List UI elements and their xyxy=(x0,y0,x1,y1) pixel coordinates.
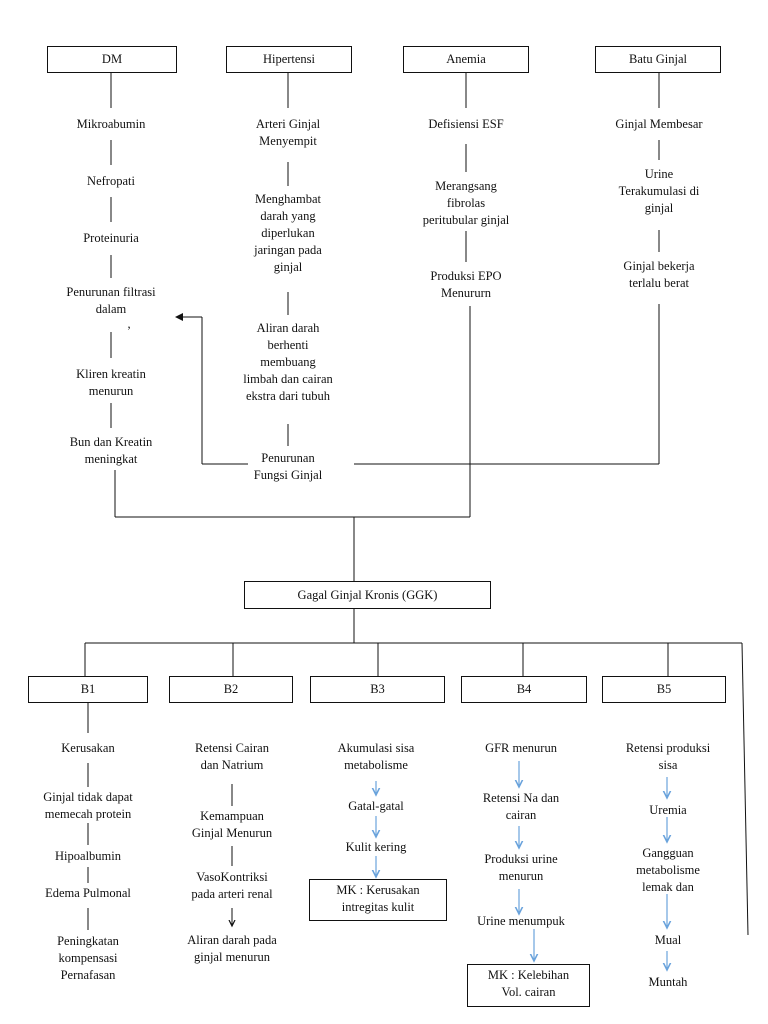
b3-box: B3 xyxy=(310,676,445,703)
dm-box: DM xyxy=(47,46,177,73)
ggk-label: Gagal Ginjal Kronis (GGK) xyxy=(297,588,438,602)
b1-step: Edema Pulmonal xyxy=(45,886,131,900)
b3-step: Akumulasi sisa metabolisme xyxy=(337,741,415,772)
b5-step: Retensi produksi sisa xyxy=(625,741,711,772)
b5-step: Gangguan metabolisme lemak dan xyxy=(636,846,700,894)
anemia-box: Anemia xyxy=(403,46,529,73)
hipertensi-step: Penurunan Fungsi Ginjal xyxy=(253,451,323,482)
b3-step: Gatal-gatal xyxy=(348,799,404,813)
b5-step: Uremia xyxy=(649,803,687,817)
b2-step: Aliran darah pada ginjal menurun xyxy=(187,933,277,964)
hipertensi-box: Hipertensi xyxy=(226,46,352,73)
b5-box: B5 xyxy=(602,676,726,703)
anemia-label: Anemia xyxy=(446,52,486,66)
b2-step: VasoKontriksi pada arteri renal xyxy=(191,870,273,901)
hipertensi-step: Aliran darah berhenti membuang limbah da… xyxy=(243,321,333,403)
b1-step: Peningkatan kompensasi Pernafasan xyxy=(57,934,119,982)
b1-label: B1 xyxy=(80,682,96,696)
dm-step: Bun dan Kreatin meningkat xyxy=(69,435,153,466)
dm-step: Mikroabumin xyxy=(76,117,146,131)
dm-step: Proteinuria xyxy=(83,231,139,245)
b4-step: Urine menumpuk xyxy=(477,914,565,928)
hipertensi-step: Arteri Ginjal Menyempit xyxy=(255,117,321,148)
b2-step: Retensi Cairan dan Natrium xyxy=(195,741,269,772)
b1-step: Kerusakan xyxy=(61,741,115,755)
b4-box: B4 xyxy=(461,676,587,703)
anemia-step: Produksi EPO Menururn xyxy=(430,269,502,300)
b3-step: Kulit kering xyxy=(345,840,407,854)
dm-step: Penurunan filtrasi dalam xyxy=(66,285,156,316)
hipertensi-step: Menghambat darah yang diperlukan jaringa… xyxy=(254,192,322,274)
batu-ginjal-label: Batu Ginjal xyxy=(629,52,687,66)
anemia-step: Defisiensi ESF xyxy=(428,117,504,131)
b4-label: B4 xyxy=(516,682,532,696)
b4-step: Retensi Na dan cairan xyxy=(482,791,560,822)
b1-box: B1 xyxy=(28,676,148,703)
ggk-box: Gagal Ginjal Kronis (GGK) xyxy=(244,581,491,609)
b1-step: Ginjal tidak dapat memecah protein xyxy=(43,790,133,821)
b4-step: Produksi urine menurun xyxy=(484,852,558,883)
batu-ginjal-step: Ginjal bekerja terlalu berat xyxy=(623,259,695,290)
b5-step: Mual xyxy=(654,933,682,947)
dm-label: DM xyxy=(101,52,123,66)
b5-step: Muntah xyxy=(648,975,688,989)
hipertensi-label: Hipertensi xyxy=(262,52,316,66)
b2-label: B2 xyxy=(223,682,239,696)
b4-mk-box: MK : Kelebihan Vol. cairan xyxy=(467,964,590,1007)
dm-step: Kliren kreatin menurun xyxy=(76,367,146,398)
batu-ginjal-step: Urine Terakumulasi di ginjal xyxy=(618,167,700,215)
batu-ginjal-box: Batu Ginjal xyxy=(595,46,721,73)
dm-step: Nefropati xyxy=(87,174,135,188)
dm-comma: , xyxy=(127,317,131,331)
b2-step: Kemampuan Ginjal Menurun xyxy=(191,809,273,840)
b3-label: B3 xyxy=(370,682,385,696)
b4-step: GFR menurun xyxy=(485,741,557,755)
batu-ginjal-step: Ginjal Membesar xyxy=(615,117,703,131)
connector-line xyxy=(741,642,749,936)
b5-label: B5 xyxy=(656,682,672,696)
anemia-step: Merangsang fibrolas peritubular ginjal xyxy=(422,179,510,227)
b1-step: Hipoalbumin xyxy=(55,849,121,863)
b3-mk-box: MK : Kerusakan intregitas kulit xyxy=(309,879,447,921)
b2-box: B2 xyxy=(169,676,293,703)
